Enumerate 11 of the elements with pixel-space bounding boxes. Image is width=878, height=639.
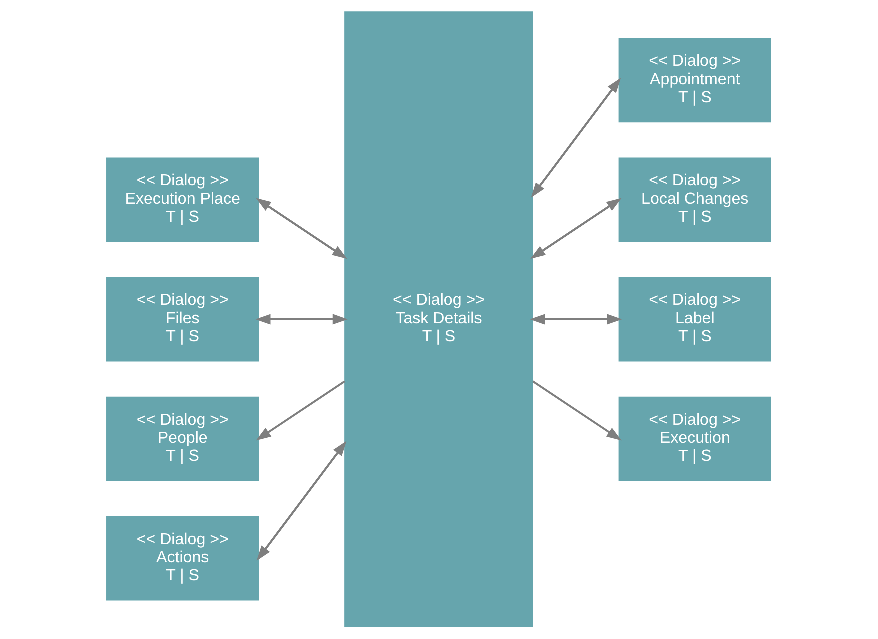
node-box: << Dialog >> Files T | S [106,277,260,362]
node-box: << Dialog >> Execution Place T | S [106,158,260,242]
arrow [532,380,622,441]
node-box: << Dialog >> Actions T | S [106,516,260,601]
node-box: << Dialog >> Label T | S [618,277,772,362]
node-box: << Dialog >> Task Details T | S [344,12,534,628]
node-box: << Dialog >> Local Changes T | S [618,158,772,242]
arrow [256,380,346,441]
node-box: << Dialog >> People T | S [106,396,260,482]
node-box: << Dialog >> Execution T | S [618,396,772,482]
node-box: << Dialog >> Appointment T | S [618,38,772,123]
